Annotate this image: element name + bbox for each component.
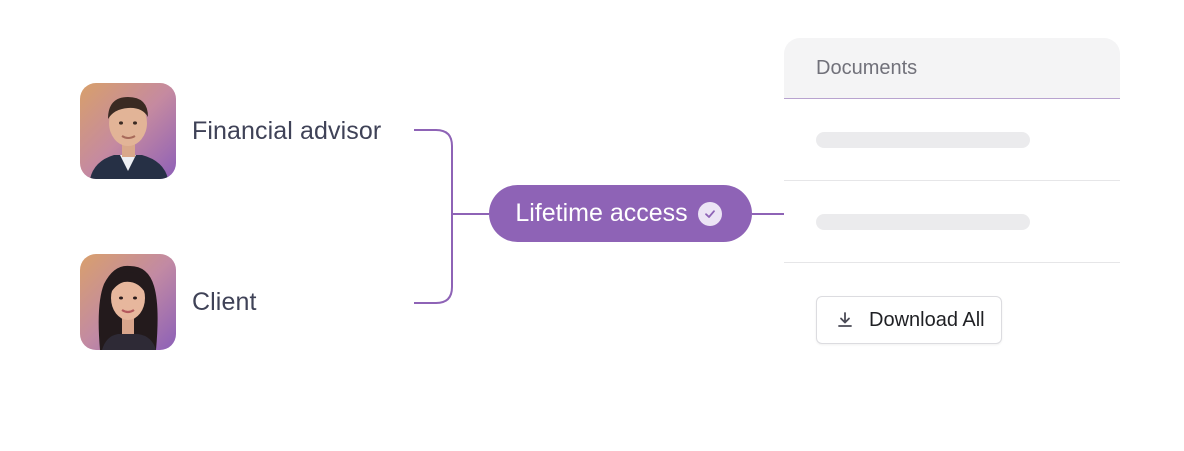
bracket-connector [414,129,453,304]
download-all-label: Download All [869,308,985,331]
lifetime-access-label: Lifetime access [515,199,688,227]
check-circle-icon [697,201,722,226]
document-row[interactable] [784,181,1120,263]
lifetime-access-pill: Lifetime access [489,185,752,242]
documents-header: Documents [784,38,1120,99]
document-placeholder [816,213,1030,230]
advisor-person: Financial advisor [80,83,381,179]
documents-panel: Documents Download All [784,38,1120,368]
client-label: Client [192,287,257,316]
advisor-label: Financial advisor [192,116,382,145]
man-portrait-icon [80,83,176,179]
document-row[interactable] [784,99,1120,181]
documents-title: Documents [816,56,918,79]
download-icon [835,310,855,330]
woman-portrait-icon [80,254,176,350]
client-avatar [80,254,176,350]
advisor-avatar [80,83,176,179]
client-person: Client [80,254,257,350]
document-placeholder [816,131,1030,148]
download-all-button[interactable]: Download All [816,296,1002,344]
